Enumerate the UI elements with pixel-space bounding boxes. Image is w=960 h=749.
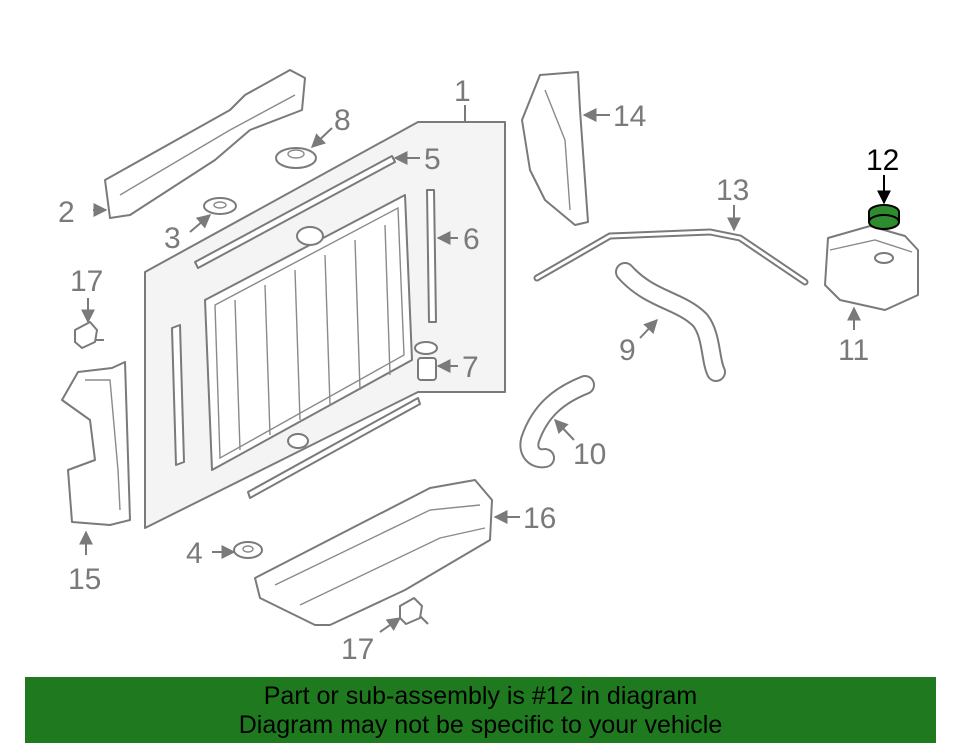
- callout-12: 12: [866, 144, 899, 177]
- clip-17-lower[interactable]: [399, 597, 429, 625]
- reservoir-cap-12[interactable]: [868, 204, 900, 230]
- callout-13: 13: [716, 174, 749, 207]
- left-air-guide-15[interactable]: [61, 361, 131, 526]
- lower-cover-16[interactable]: [254, 479, 493, 626]
- callout-7: 7: [462, 351, 479, 384]
- callout-11: 11: [838, 334, 869, 367]
- banner-line-part: Part or sub-assembly is #12 in diagram: [263, 682, 698, 710]
- callout-9: 9: [619, 334, 636, 367]
- radiator-cap[interactable]: [275, 147, 317, 169]
- info-banner: Part or sub-assembly is #12 in diagram D…: [25, 677, 936, 743]
- grommet-4[interactable]: [233, 541, 263, 559]
- callout-15: 15: [68, 563, 101, 596]
- callout-17-upper: 17: [70, 265, 103, 298]
- lower-hose-10[interactable]: [519, 375, 595, 469]
- callout-17-lower: 17: [341, 633, 374, 666]
- callout-1: 1: [454, 75, 471, 108]
- side-air-guide-14[interactable]: [521, 71, 589, 226]
- leader-lines: [79, 105, 891, 633]
- grommet-3[interactable]: [203, 197, 237, 215]
- callout-labels: 1 2 3 4 5 6 7 8 9 10 11 12 13 14 15 16 1…: [58, 75, 899, 666]
- upper-hose-9[interactable]: [615, 262, 726, 382]
- callout-4: 4: [186, 537, 203, 570]
- callout-8: 8: [334, 104, 351, 137]
- banner-line-disclaimer: Diagram may not be specific to your vehi…: [238, 711, 723, 739]
- callout-14: 14: [613, 100, 646, 133]
- radiator-assembly[interactable]: [144, 121, 506, 529]
- callout-5: 5: [424, 143, 441, 176]
- callout-16: 16: [523, 502, 556, 535]
- callout-3: 3: [164, 222, 181, 255]
- reservoir-tank-11[interactable]: [824, 225, 919, 311]
- reservoir-hose-13[interactable]: [533, 228, 809, 286]
- callout-2: 2: [58, 196, 75, 229]
- upper-support-bracket[interactable]: [104, 69, 306, 219]
- callout-10: 10: [573, 438, 606, 471]
- callout-6: 6: [463, 223, 480, 256]
- clip-17-upper[interactable]: [74, 321, 104, 349]
